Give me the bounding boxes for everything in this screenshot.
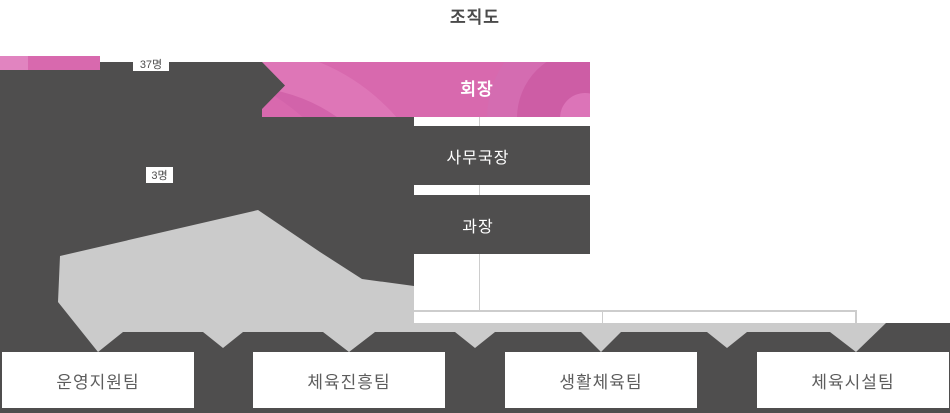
secretary-general-label: 사무국장 — [446, 149, 510, 167]
headcount-37-label: 37명 — [139, 58, 163, 71]
chairman-label: 회장 — [460, 80, 494, 99]
pink-swirl-decoration — [262, 62, 447, 117]
box-manager: 과장 — [413, 195, 590, 254]
connector-gap-line-1 — [478, 117, 480, 126]
connector-tick-mid — [601, 310, 603, 323]
team-operations-support-label: 운영지원팀 — [56, 372, 140, 392]
headcount-badge-3: 3명 — [146, 167, 173, 183]
box-team-sports-facilities: 체육시설팀 — [757, 352, 949, 408]
connector-gap-line-2 — [478, 185, 480, 195]
team-life-sports-label: 생활체육팀 — [559, 372, 643, 392]
box-team-life-sports: 생활체육팀 — [505, 352, 697, 408]
connector-horizontal-line — [414, 310, 856, 312]
box-team-sports-promotion: 체육진흥팀 — [253, 352, 445, 408]
page-title: 조직도 — [450, 8, 500, 27]
box-secretary-general: 사무국장 — [413, 126, 590, 185]
manager-label: 과장 — [462, 218, 494, 236]
box-chairman: 회장 — [262, 62, 590, 117]
headcount-3-label: 3명 — [151, 170, 168, 182]
team-sports-facilities-label: 체육시설팀 — [811, 372, 895, 392]
connector-drop-line — [478, 254, 480, 311]
box-team-operations-support: 운영지원팀 — [2, 352, 194, 408]
pink-strip-top-left — [0, 56, 100, 70]
headcount-badge-37: 37명 — [133, 56, 169, 71]
connector-tick-right — [855, 310, 857, 323]
team-sports-promotion-label: 체육진흥팀 — [307, 372, 391, 392]
